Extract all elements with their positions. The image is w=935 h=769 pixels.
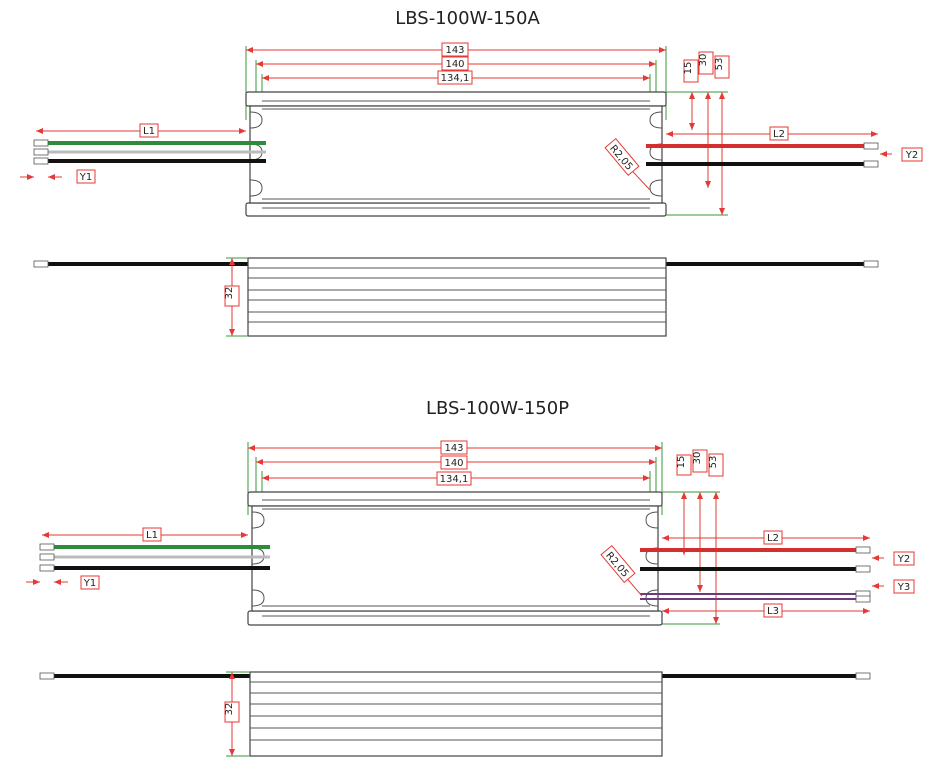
lead-y2-p: Y2 [897, 554, 910, 565]
lead-y1-a: Y1 [79, 172, 92, 183]
dim-53-a: 53 [714, 58, 725, 71]
dim-30-p: 30 [692, 452, 703, 465]
drawing-title-p: LBS-100W-150P [425, 398, 570, 419]
lead-y3-p: Y3 [897, 582, 910, 593]
dim-15-a: 15 [683, 62, 694, 75]
dim-overall-a: 143 [445, 45, 464, 56]
lead-l2-a: L2 [773, 129, 785, 140]
lead-l1-a: L1 [143, 126, 155, 137]
drawing-title-a: LBS-100W-150A [395, 8, 540, 29]
dim-mid-a: 140 [445, 59, 464, 70]
lead-l2-p: L2 [767, 533, 779, 544]
dim-height-a: 32 [224, 287, 235, 300]
dim-inner-p: 134,1 [440, 474, 469, 485]
lead-l3-p: L3 [767, 606, 779, 617]
lead-y2-a: Y2 [905, 150, 918, 161]
dim-mid-p: 140 [444, 458, 463, 469]
top-view-a: 143 140 134,1 15 30 53 [20, 42, 923, 217]
lead-l1-p: L1 [146, 530, 158, 541]
dim-53-p: 53 [708, 456, 719, 469]
lead-y1-p: Y1 [83, 578, 96, 589]
dim-15-p: 15 [676, 456, 687, 469]
dim-30-a: 30 [698, 54, 709, 67]
dim-height-p: 32 [224, 703, 235, 716]
top-view-p: 143 140 134,1 15 30 53 [26, 440, 915, 626]
dim-overall-p: 143 [444, 443, 463, 454]
side-view-a: 32 [33, 257, 879, 337]
side-view-p: 32 [39, 671, 871, 757]
dim-inner-a: 134,1 [441, 73, 470, 84]
